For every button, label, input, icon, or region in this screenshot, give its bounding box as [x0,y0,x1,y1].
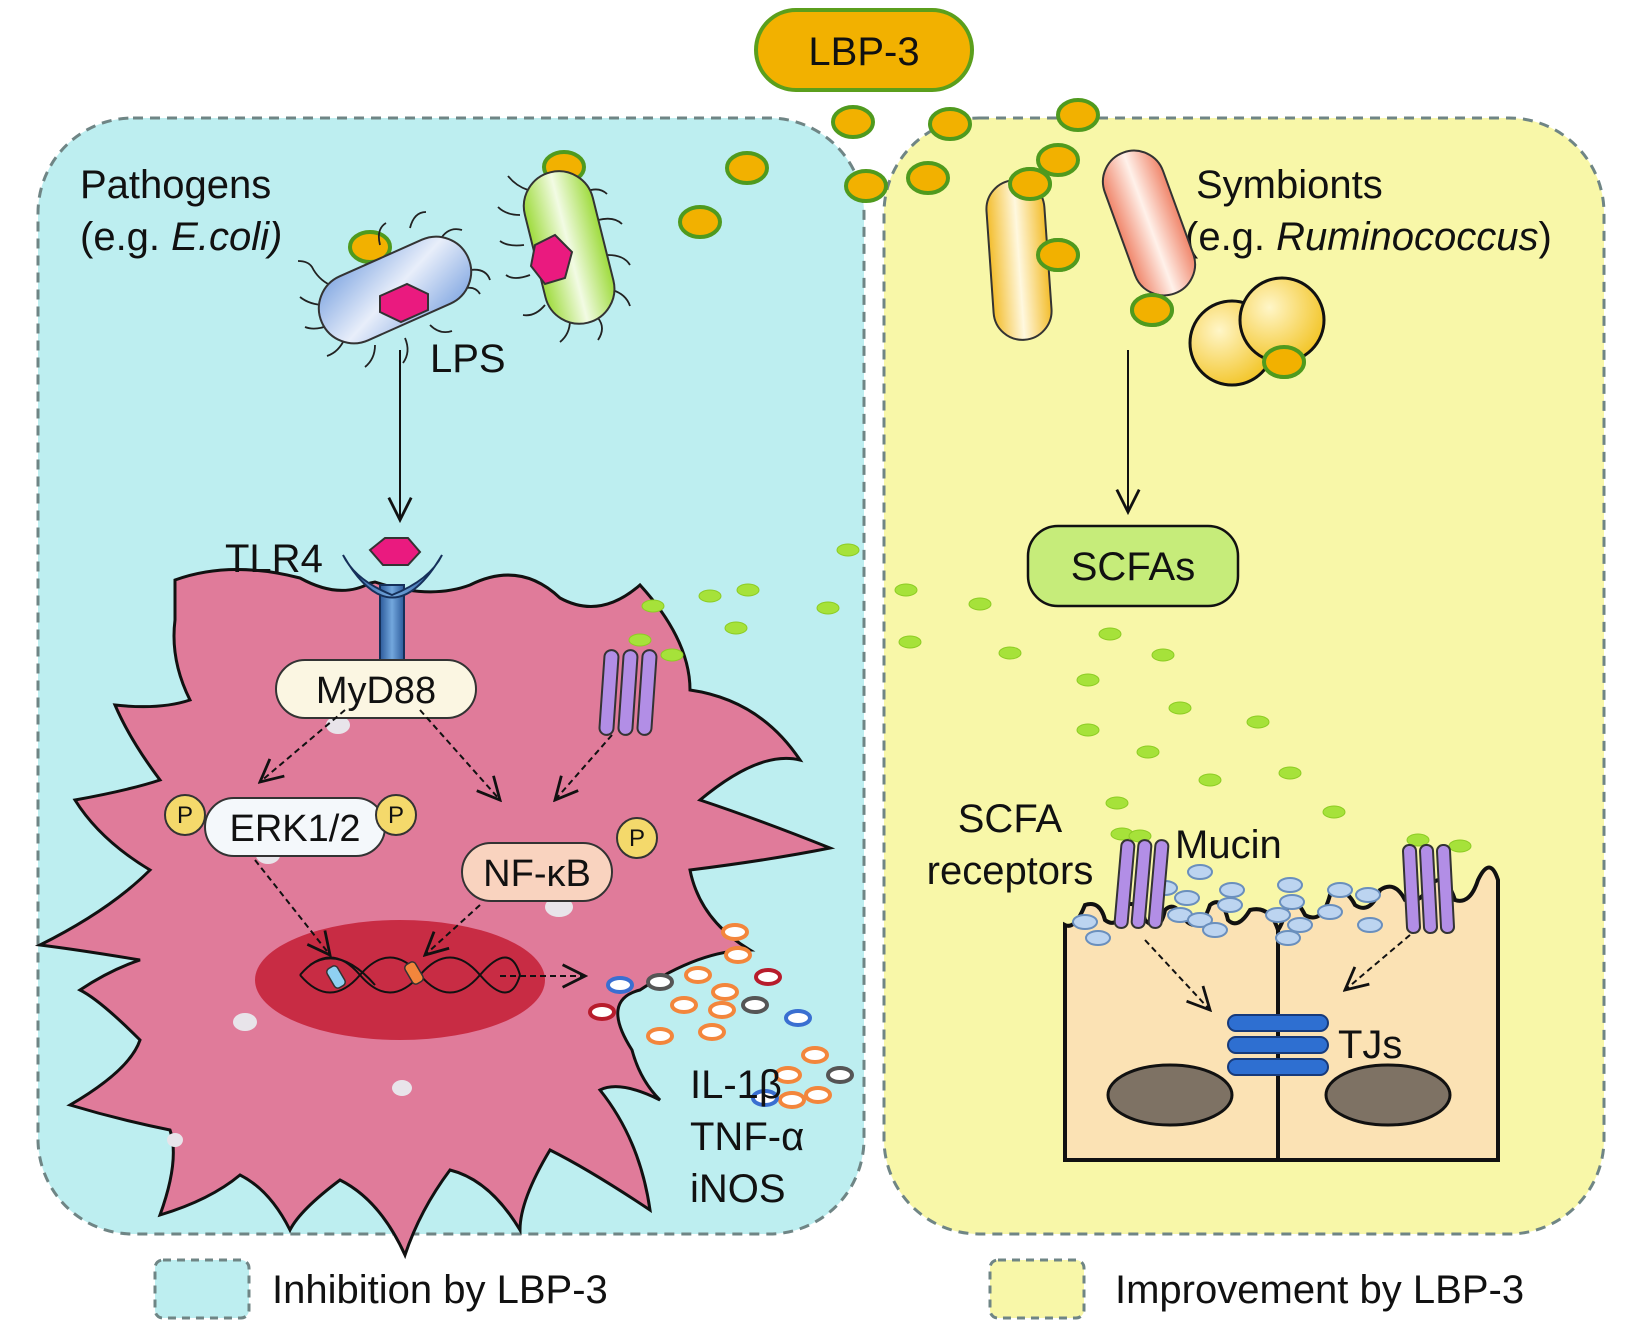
epithelial-nucleus-left [1106,1063,1234,1127]
macrophage-cell [34,568,836,1260]
scfa-receptor-right [1402,843,1455,934]
myd88-node: MyD88 [275,659,477,719]
svg-text:P: P [388,802,404,829]
lbp3-particles-on-symbionts [1008,167,1306,379]
pathogen-bacterium-blue [297,211,491,368]
lps-label: LPS [430,337,506,381]
mucin-label: Mucin [1175,823,1282,867]
tjs-label: TJs [1338,1023,1402,1067]
legend: Inhibition by LBP-3 Improvement by LBP-3 [153,1258,1524,1320]
lbp3-badge: LBP-3 [754,8,974,92]
svg-text:P: P [629,825,645,852]
legend-swatch-improvement [988,1258,1086,1320]
gene-marker-blue [326,965,346,989]
svg-text:ERK1/2: ERK1/2 [230,808,361,850]
scfa-receptors-label-2: receptors [927,849,1094,893]
tlr4-receptor [342,537,443,701]
scfas-node: SCFAs [1026,524,1240,608]
legend-label-improvement: Improvement by LBP-3 [1115,1268,1524,1312]
cytokine-tnfa: TNF-α [690,1115,804,1159]
scfa-particles [628,543,1472,853]
gene-marker-orange [404,961,424,985]
epithelial-signaling-arrows [1144,934,1411,1010]
svg-text:LBP-3: LBP-3 [808,30,919,74]
svg-text:SCFAs: SCFAs [1071,545,1195,589]
cytokine-particles [588,923,854,1109]
svg-text:NF-κB: NF-κB [483,853,591,895]
cell-membrane-receptor [598,649,658,736]
pathogens-example: (e.g. E.coli) [80,215,282,259]
signaling-arrows [254,709,613,976]
symbionts-label: Symbionts [1196,163,1383,207]
epithelial-nucleus-right [1324,1063,1452,1127]
nucleus [255,920,545,1040]
cell-vesicles [167,716,573,1147]
svg-text:MyD88: MyD88 [316,670,436,712]
pathogens-label: Pathogens [80,163,271,207]
nfkb-node: NF-κB P [461,817,658,902]
tlr4-label: TLR4 [225,537,323,581]
symbionts-example: (e.g. Ruminococcus) [1185,215,1552,259]
erk-node: ERK1/2 P P [164,794,417,857]
phospho-left-badge [164,794,206,836]
phospho-right-badge [375,794,417,836]
scfa-receptors-label: SCFA [958,797,1063,841]
legend-label-inhibition: Inhibition by LBP-3 [272,1268,608,1312]
phospho-nfkb-badge [616,817,658,859]
mucin-particles [1072,864,1383,946]
symbiont-red-rod [1101,149,1197,297]
cytokine-inos: iNOS [690,1167,786,1211]
tight-junctions [1227,1014,1329,1076]
scfa-receptor-left [1113,839,1170,929]
cytokine-il1b: IL-1β [690,1063,782,1107]
legend-swatch-inhibition [153,1258,251,1320]
svg-text:P: P [177,802,193,829]
pathogen-bacterium-green [497,170,631,343]
